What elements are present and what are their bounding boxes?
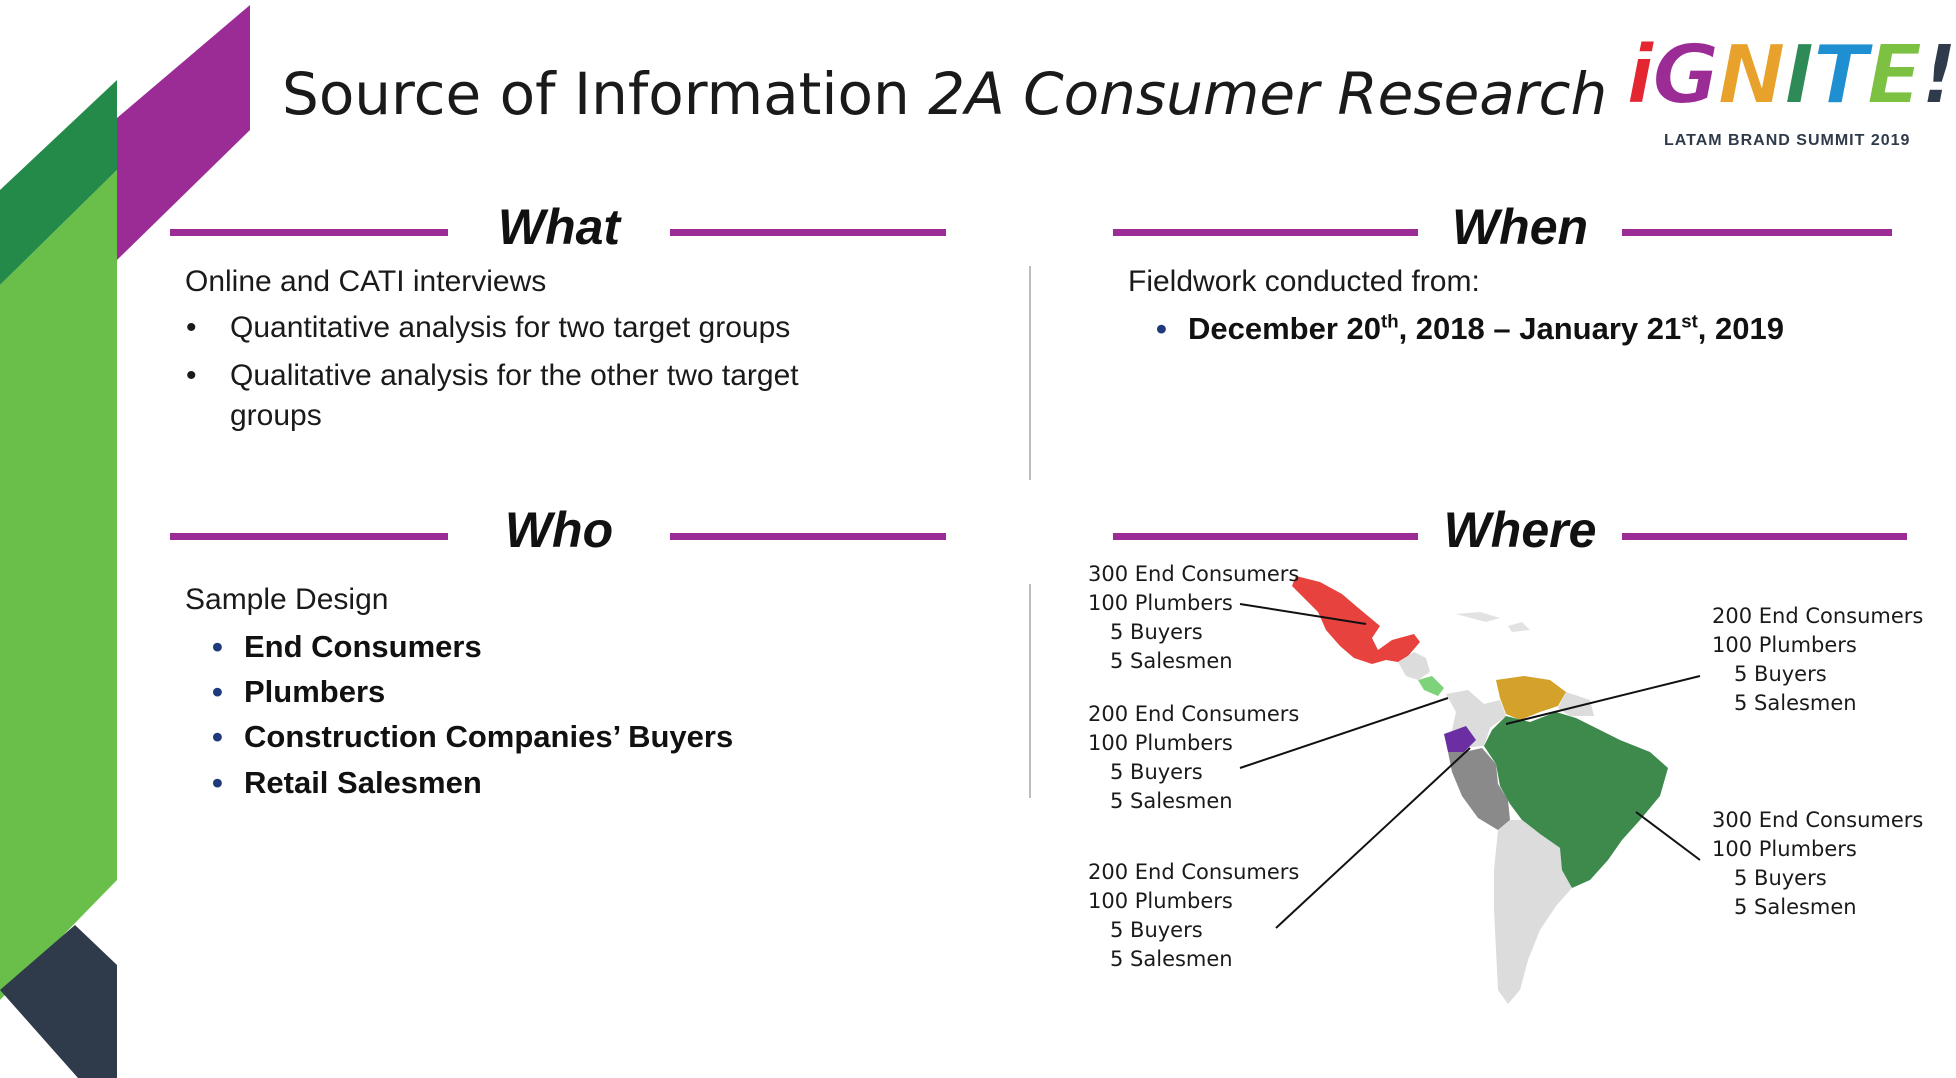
ignite-logo: iGNITE! LATAM BRAND SUMMIT 2019	[1620, 20, 1956, 160]
when-rule-left	[1113, 229, 1418, 236]
logo-letter: E	[1866, 27, 1924, 124]
label-br-line-3: 5 Buyers	[1734, 866, 1827, 890]
what-bullet-1: •Quantitative analysis for two target gr…	[186, 311, 791, 344]
what-bullet-2: •Qualitative analysis for the other two …	[186, 359, 799, 432]
ribbon-dark-green	[0, 80, 117, 285]
who-rule-right	[670, 533, 946, 540]
decorative-ribbon	[0, 5, 250, 1078]
map-ecuador	[1444, 726, 1476, 752]
label-br-line-1: 300 End Consumers	[1712, 808, 1924, 832]
label-ecuador: 200 End Consumers 100 Plumbers 5 Buyers …	[1088, 858, 1299, 974]
where-rule-right	[1622, 533, 1907, 540]
divider-top	[1029, 266, 1031, 480]
label-ve-line-2: 100 Plumbers	[1712, 633, 1857, 657]
logo-letter: i	[1625, 27, 1655, 124]
map-central-north	[1398, 652, 1430, 680]
label-venezuela: 200 End Consumers 100 Plumbers 5 Buyers …	[1712, 602, 1923, 718]
who-bullet-3-text: Construction Companies’ Buyers	[244, 719, 734, 754]
label-mexico: 300 End Consumers 100 Plumbers 5 Buyers …	[1088, 560, 1299, 676]
what-rule-right	[670, 229, 946, 236]
label-ca-line-3: 5 Buyers	[1110, 760, 1203, 784]
leader-mexico	[1239, 603, 1367, 625]
date-end: , 2019	[1697, 311, 1784, 346]
what-heading: What	[497, 199, 621, 255]
leader-central-america	[1239, 697, 1449, 769]
date-start: December 20	[1188, 311, 1382, 346]
title-italic: 2A Consumer Research	[928, 60, 1608, 128]
leader-venezuela	[1505, 675, 1701, 725]
map-venezuela	[1496, 676, 1566, 720]
ribbon-dark-slate	[0, 925, 117, 1078]
when-rule-right	[1622, 229, 1892, 236]
what-bullet-2-text: Qualitative analysis for the other two t…	[230, 359, 799, 432]
map-southern-cone	[1494, 820, 1572, 1004]
where-rule-left	[1113, 533, 1418, 540]
who-rule-left	[170, 533, 448, 540]
map-brazil	[1484, 712, 1668, 888]
label-ec-line-3: 5 Buyers	[1110, 918, 1203, 942]
who-intro: Sample Design	[185, 583, 389, 616]
ribbon-purple	[117, 5, 250, 260]
when-intro: Fieldwork conducted from:	[1128, 265, 1480, 298]
map-central-america	[1418, 676, 1444, 696]
logo-letter: N	[1716, 27, 1787, 124]
who-bullet-1-text: End Consumers	[244, 629, 482, 664]
label-mexico-line-1: 300 End Consumers	[1088, 562, 1300, 586]
label-ca-line-1: 200 End Consumers	[1088, 702, 1300, 726]
who-bullet-3: •Construction Companies’ Buyers	[212, 719, 734, 754]
label-ve-line-1: 200 End Consumers	[1712, 604, 1924, 628]
logo-letter: !	[1920, 27, 1956, 124]
map-mexico	[1292, 576, 1420, 664]
label-br-line-2: 100 Plumbers	[1712, 837, 1857, 861]
map-cuba	[1456, 612, 1500, 622]
label-ec-line-1: 200 End Consumers	[1088, 860, 1300, 884]
label-ca-line-2: 100 Plumbers	[1088, 731, 1233, 755]
label-central-america: 200 End Consumers 100 Plumbers 5 Buyers …	[1088, 700, 1299, 816]
map-peru	[1448, 748, 1510, 830]
label-ve-line-3: 5 Buyers	[1734, 662, 1827, 686]
who-bullet-4: •Retail Salesmen	[212, 765, 482, 800]
map-guianas	[1558, 692, 1594, 716]
label-mexico-line-2: 100 Plumbers	[1088, 591, 1233, 615]
who-bullet-1: •End Consumers	[212, 629, 482, 664]
what-bullet-1-text: Quantitative analysis for two target gro…	[230, 311, 791, 344]
date-mid: , 2018 – January 21	[1398, 311, 1682, 346]
logo-subtitle: LATAM BRAND SUMMIT 2019	[1664, 132, 1911, 149]
label-ve-line-4: 5 Salesmen	[1734, 691, 1857, 715]
slide-title: Source of Information 2A Consumer Resear…	[282, 60, 1607, 128]
what-rule-left	[170, 229, 448, 236]
label-mexico-line-4: 5 Salesmen	[1110, 649, 1233, 673]
label-ec-line-2: 100 Plumbers	[1088, 889, 1233, 913]
date-start-suffix: th	[1381, 310, 1399, 332]
label-brazil: 300 End Consumers 100 Plumbers 5 Buyers …	[1712, 806, 1923, 922]
label-ca-line-4: 5 Salesmen	[1110, 789, 1233, 813]
who-bullet-2-text: Plumbers	[244, 674, 386, 709]
label-ec-line-4: 5 Salesmen	[1110, 947, 1233, 971]
who-heading: Who	[504, 502, 614, 558]
logo-letter: T	[1812, 27, 1870, 124]
label-br-line-4: 5 Salesmen	[1734, 895, 1857, 919]
leader-brazil	[1635, 811, 1701, 861]
logo-word: iGNITE!	[1625, 27, 1956, 124]
label-mexico-line-3: 5 Buyers	[1110, 620, 1203, 644]
logo-letter: I	[1783, 27, 1815, 124]
who-bullet-4-text: Retail Salesmen	[244, 765, 482, 800]
leader-ecuador	[1275, 747, 1471, 929]
title-main: Source of Information	[282, 60, 910, 128]
when-heading: When	[1451, 199, 1589, 255]
divider-bottom	[1029, 584, 1031, 798]
map-hispaniola	[1508, 622, 1530, 632]
when-date-range: •December 20th, 2018 – January 21st, 201…	[1156, 310, 1784, 346]
where-heading: Where	[1443, 502, 1597, 558]
latam-map	[1239, 576, 1701, 1004]
logo-letter: G	[1651, 27, 1720, 124]
ribbon-light-green	[0, 170, 117, 1000]
what-intro: Online and CATI interviews	[185, 265, 547, 298]
date-end-suffix: st	[1681, 310, 1698, 332]
who-bullet-2: •Plumbers	[212, 674, 386, 709]
